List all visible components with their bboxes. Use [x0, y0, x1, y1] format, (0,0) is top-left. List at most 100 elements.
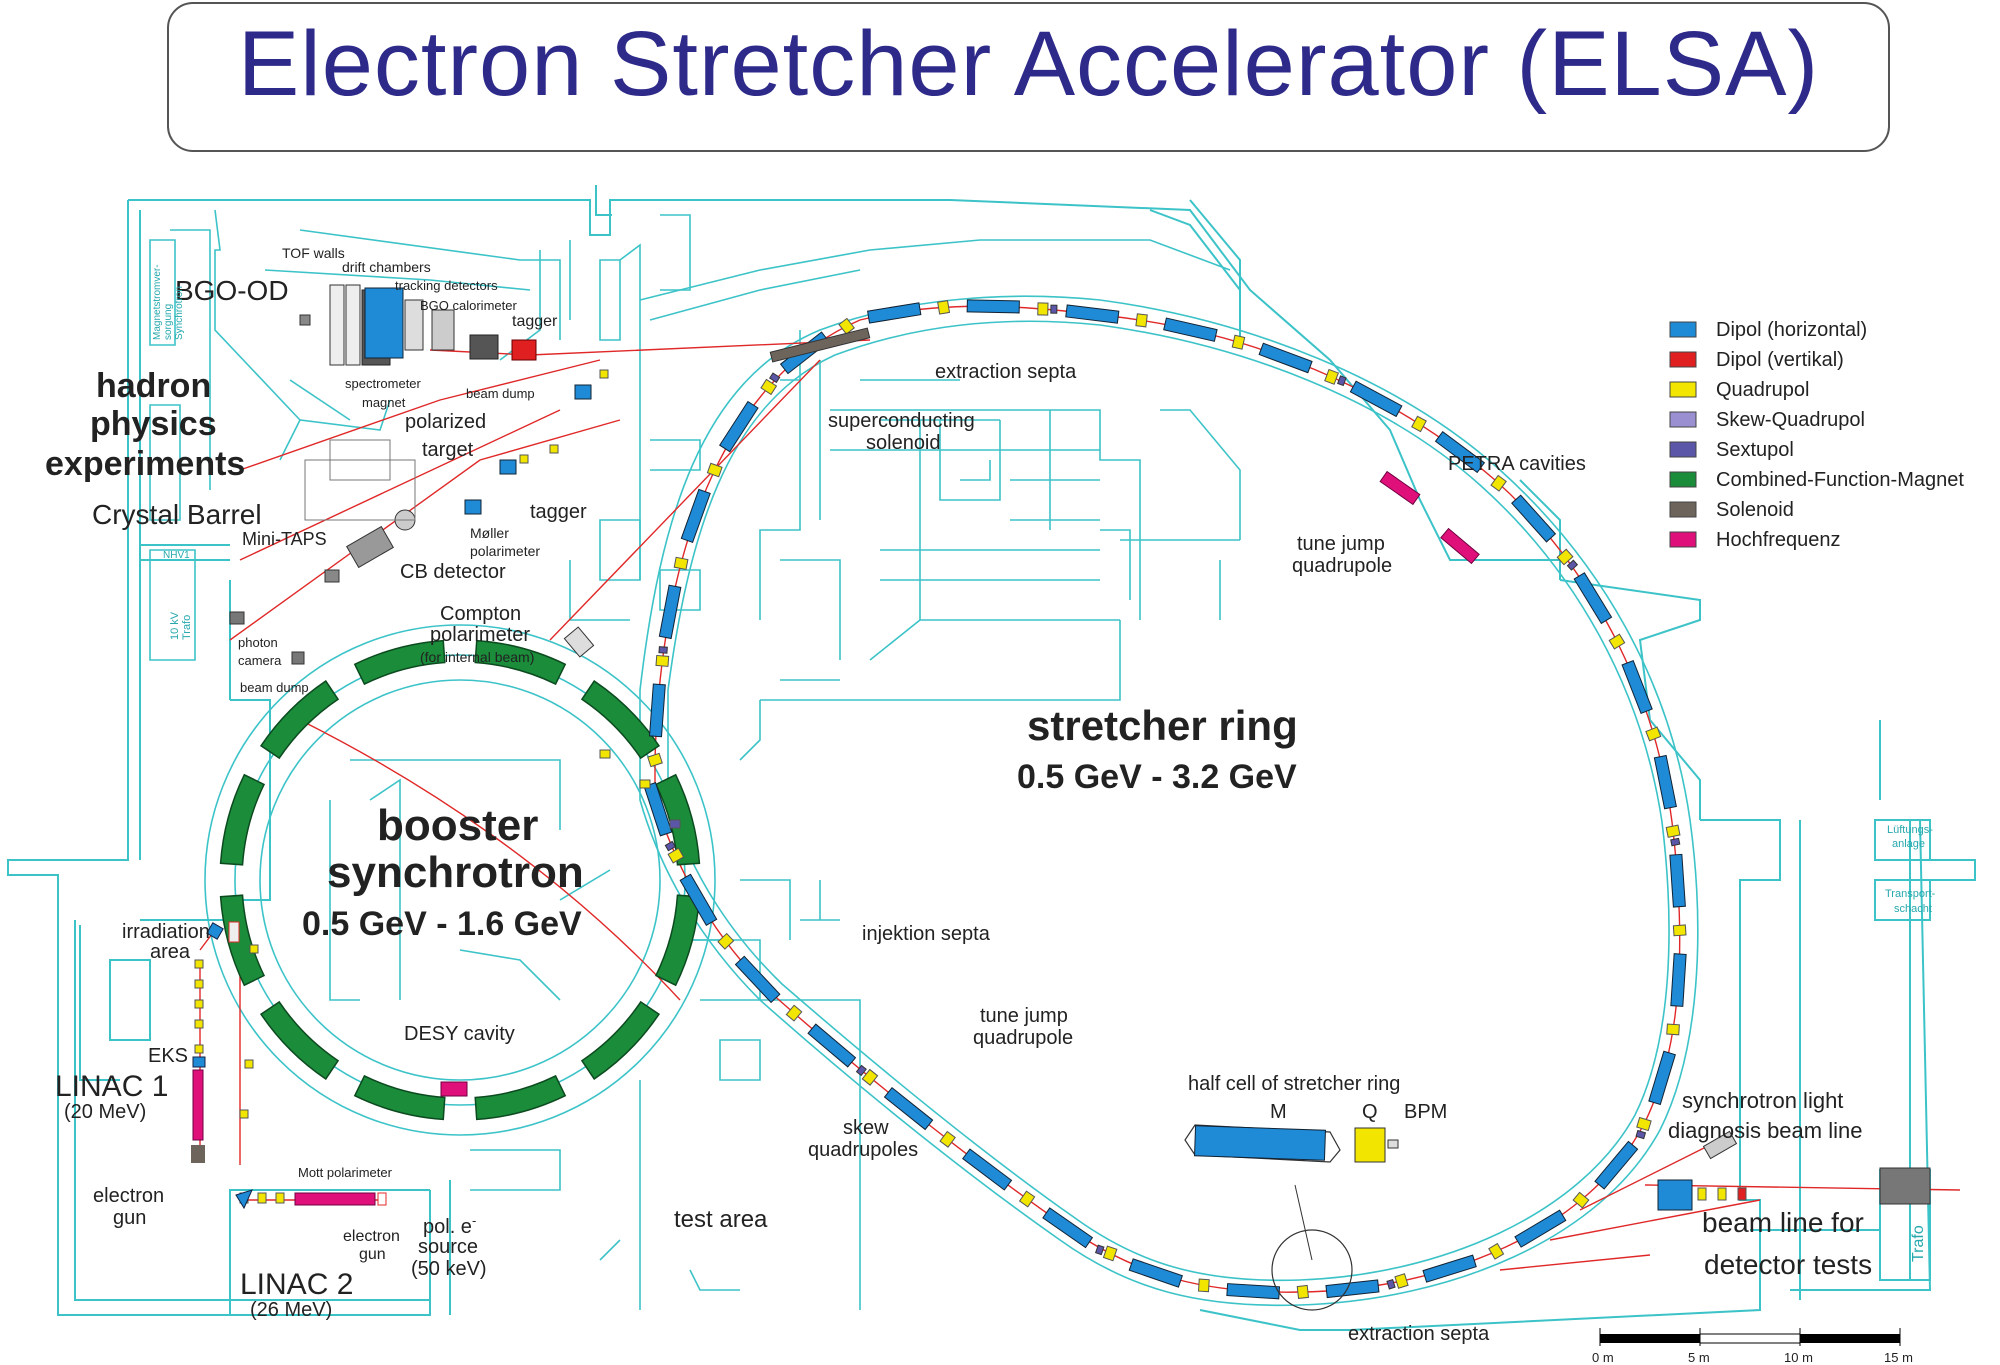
label-tof-walls: TOF walls [282, 245, 345, 261]
booster-tunnel-walls [204, 624, 716, 1136]
combined-function-magnet [219, 773, 266, 866]
dipole-magnet [679, 873, 718, 926]
sextupole-magnet [1337, 375, 1347, 387]
quadrupole-magnet [1490, 474, 1507, 492]
label-booster: booster [377, 801, 538, 850]
label-transport-1: Transport- [1885, 888, 1936, 900]
label-quadrupole-2: quadrupole [973, 1027, 1073, 1049]
dipole-magnet [1573, 572, 1613, 625]
dipole-magnet [1325, 1279, 1380, 1299]
label-tune-jump-1: tune jump [1297, 533, 1385, 555]
sextupole-magnet [1050, 304, 1058, 314]
label-linac1-energy: (20 MeV) [64, 1101, 146, 1123]
legend-label: Combined-Function-Magnet [1716, 469, 1964, 491]
combined-function-magnet [353, 639, 446, 686]
quadrupole-magnet [647, 752, 663, 768]
linac-2 [235, 1189, 387, 1210]
label-injektion-septa: injektion septa [862, 923, 991, 945]
combined-function-magnet [474, 639, 567, 686]
sextupole-magnet [1566, 559, 1579, 571]
label-electron-gun-2a: electron [343, 1228, 400, 1245]
legend-swatch [1669, 441, 1697, 458]
dipole-magnet [966, 299, 1020, 314]
legend-label: Solenoid [1716, 499, 1794, 521]
label-polarized: polarized [405, 411, 486, 433]
dipole-magnet [1226, 1283, 1281, 1300]
label-drift-chambers: drift chambers [342, 259, 431, 275]
quadrupole-magnet [673, 556, 689, 571]
quadrupole-magnet [1394, 1273, 1409, 1289]
scale-tick-15: 15 m [1884, 1350, 1913, 1365]
label-compton-polarimeter: polarimeter [430, 624, 530, 646]
scale-tick-5: 5 m [1688, 1350, 1710, 1365]
label-kv-trafo-1: 10 kV [169, 611, 181, 640]
quadrupole-magnet [785, 1004, 803, 1022]
dipole-magnet [1163, 317, 1218, 342]
label-eks: EKS [148, 1045, 188, 1067]
quadrupole-magnet [1572, 1191, 1590, 1209]
legend-swatch [1669, 321, 1697, 338]
label-hadron: hadron [96, 367, 211, 405]
label-half-cell-q: Q [1362, 1101, 1378, 1123]
label-tracking-detectors: tracking detectors [395, 278, 498, 293]
desy-cavity [440, 1081, 468, 1097]
dipole-magnet [1514, 1209, 1567, 1248]
label-extraction-septa-top: extraction septa [935, 361, 1077, 383]
label-experiments: experiments [45, 445, 245, 483]
quadrupole-magnet [1666, 1023, 1680, 1036]
label-half-cell-bpm: BPM [1404, 1101, 1447, 1123]
dipole-magnet [867, 302, 922, 324]
dipole-magnet [1511, 494, 1557, 543]
legend-label: Quadrupol [1716, 379, 1809, 401]
label-irradiation: irradiation [122, 921, 210, 943]
combined-function-magnet [580, 1000, 661, 1081]
label-stretcher-energy: 0.5 GeV - 3.2 GeV [1017, 758, 1297, 796]
dipole-magnet [1434, 431, 1486, 474]
quadrupole-magnet [760, 378, 778, 396]
label-solenoid: solenoid [866, 432, 941, 454]
label-nhv: NHV1 [163, 550, 190, 561]
dipole-magnet [1422, 1254, 1477, 1283]
quadrupole-magnet [1102, 1245, 1118, 1262]
legend-swatch [1669, 351, 1697, 368]
label-beam-dump-top: beam dump [466, 386, 535, 401]
quadrupole-magnet [861, 1068, 879, 1086]
sextupole-magnet [1094, 1244, 1105, 1256]
label-transport-2: schacht [1894, 903, 1932, 915]
legend-swatch [1669, 471, 1697, 488]
label-camera: camera [238, 653, 282, 668]
quadrupole-magnet [1296, 1284, 1310, 1300]
label-lueftung-2: anlage [1892, 838, 1925, 850]
dipole-magnet [1065, 304, 1120, 324]
label-spectrometer: spectrometer [345, 376, 422, 391]
label-half-cell: half cell of stretcher ring [1188, 1073, 1400, 1095]
dipole-magnet [807, 1023, 857, 1068]
title-box: Electron Stretcher Accelerator (ELSA) [167, 2, 1890, 152]
quadrupole-magnet [667, 847, 685, 864]
stretcher-magnets [643, 299, 1687, 1300]
dipole-magnet [1594, 1140, 1639, 1190]
dipole-magnet [1648, 1050, 1676, 1106]
label-half-cell-m: M [1270, 1101, 1287, 1123]
label-synchrotron: synchrotron [327, 848, 584, 897]
sextupole-magnet [1386, 1278, 1396, 1290]
label-electron-gun-1b: gun [113, 1207, 146, 1229]
quadrupole-magnet [717, 932, 735, 950]
label-magnet-supply-3: Synchrotron [174, 286, 185, 340]
stretcher-tunnel-walls [639, 295, 1699, 1307]
label-kv-trafo-2: Trafo [181, 615, 193, 640]
label-internal-beam: (for internal beam) [420, 649, 534, 665]
label-tagger-top: tagger [512, 313, 558, 330]
sextupole-magnet [855, 1064, 867, 1077]
dipole-magnet [1128, 1258, 1183, 1288]
legend-swatch [1669, 411, 1697, 428]
label-magnet-supply-1: Magnetstromver- [152, 264, 163, 340]
label-beam-line-2: detector tests [1704, 1249, 1872, 1280]
quadrupole-magnet [1231, 334, 1246, 350]
label-desy-cavity: DESY cavity [404, 1023, 515, 1045]
dipole-magnet [1670, 953, 1687, 1007]
combined-function-magnet [353, 1074, 446, 1121]
linac-1 [191, 921, 240, 1163]
interior-walls [470, 214, 1241, 1310]
